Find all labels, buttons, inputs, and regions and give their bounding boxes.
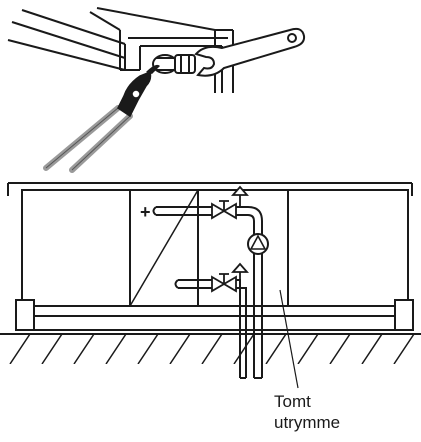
callout-leader (279, 289, 299, 389)
supply-sign: + (140, 202, 151, 222)
valve-top (211, 200, 237, 220)
wrench (194, 27, 306, 77)
air-vent-top (231, 185, 249, 207)
callout-label-line1: Tomt (274, 392, 311, 411)
callout-label-line2: utrymme (274, 413, 341, 432)
floor (0, 333, 421, 364)
duct-unit (7, 182, 414, 331)
valve-bottom (211, 273, 237, 293)
bolt (152, 54, 196, 74)
supply-pipe (152, 206, 263, 379)
pump (247, 233, 269, 255)
air-vent-bottom (231, 262, 249, 280)
pliers (43, 64, 160, 173)
